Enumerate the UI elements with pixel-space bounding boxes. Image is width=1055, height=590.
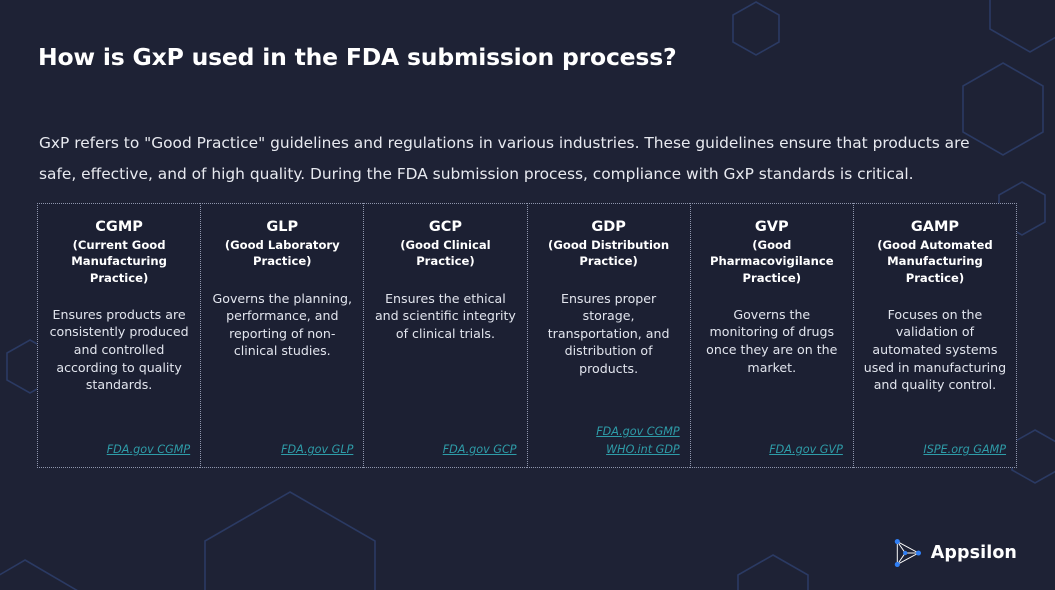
gxp-card-cgmp: CGMP (Current Good Manufacturing Practic… bbox=[37, 203, 201, 468]
card-link[interactable]: FDA.gov GVP bbox=[769, 443, 843, 456]
card-title: GCP bbox=[428, 219, 463, 235]
card-link[interactable]: FDA.gov CGMP bbox=[106, 443, 191, 456]
card-link[interactable]: FDA.gov GCP bbox=[442, 443, 517, 456]
card-link[interactable]: WHO.int GDP bbox=[606, 443, 680, 456]
appsilon-triangle-network-icon bbox=[894, 538, 921, 568]
card-links: FDA.gov GLP bbox=[209, 442, 355, 457]
card-links: ISPE.org GAMP bbox=[862, 442, 1008, 457]
card-links: FDA.gov CGMP bbox=[46, 442, 192, 457]
card-links: FDA.gov GCP bbox=[372, 442, 518, 457]
gxp-card-gdp: GDP (Good Distribution Practice) Ensures… bbox=[526, 203, 690, 468]
brand-footer: Appsilon bbox=[892, 536, 1017, 570]
card-description: Ensures proper storage, transportation, … bbox=[547, 290, 670, 376]
card-title: GAMP bbox=[910, 219, 960, 235]
gxp-card-glp: GLP (Good Laboratory Practice) Governs t… bbox=[200, 203, 364, 468]
card-subtitle: (Good Automated Manufacturing Practice) bbox=[877, 238, 993, 285]
card-title: GVP bbox=[754, 219, 789, 235]
card-subtitle: (Good Laboratory Practice) bbox=[224, 238, 340, 269]
card-subtitle: (Good Distribution Practice) bbox=[548, 238, 670, 269]
card-link[interactable]: FDA.gov GLP bbox=[281, 443, 354, 456]
page-title: How is GxP used in the FDA submission pr… bbox=[38, 42, 677, 71]
card-description: Focuses on the validation of automated s… bbox=[863, 306, 1007, 393]
card-link[interactable]: ISPE.org GAMP bbox=[923, 443, 1007, 456]
gxp-card-gamp: GAMP (Good Automated Manufacturing Pract… bbox=[852, 203, 1018, 468]
card-link[interactable]: FDA.gov CGMP bbox=[596, 425, 680, 438]
card-links: FDA.gov CGMP WHO.int GDP bbox=[536, 424, 682, 457]
card-title: GLP bbox=[266, 219, 299, 235]
brand-name: Appsilon bbox=[930, 543, 1017, 563]
card-subtitle: (Current Good Manufacturing Practice) bbox=[71, 238, 167, 285]
card-title: CGMP bbox=[95, 219, 143, 235]
card-description: Governs the monitoring of drugs once the… bbox=[706, 306, 838, 375]
gxp-card-gvp: GVP (Good Pharmacovigilance Practice) Go… bbox=[689, 203, 853, 468]
card-subtitle: (Good Clinical Practice) bbox=[400, 238, 491, 269]
gxp-card-row: CGMP (Current Good Manufacturing Practic… bbox=[37, 203, 1018, 468]
gxp-card-gcp: GCP (Good Clinical Practice) Ensures the… bbox=[363, 203, 527, 468]
card-description: Governs the planning, performance, and r… bbox=[212, 290, 353, 359]
card-title: GDP bbox=[591, 219, 626, 235]
card-subtitle: (Good Pharmacovigilance Practice) bbox=[709, 238, 834, 285]
intro-paragraph: GxP refers to "Good Practice" guidelines… bbox=[39, 134, 970, 184]
card-description: Ensures products are consistently produc… bbox=[49, 306, 189, 393]
card-description: Ensures the ethical and scientific integ… bbox=[374, 290, 516, 341]
card-links: FDA.gov GVP bbox=[699, 442, 845, 457]
